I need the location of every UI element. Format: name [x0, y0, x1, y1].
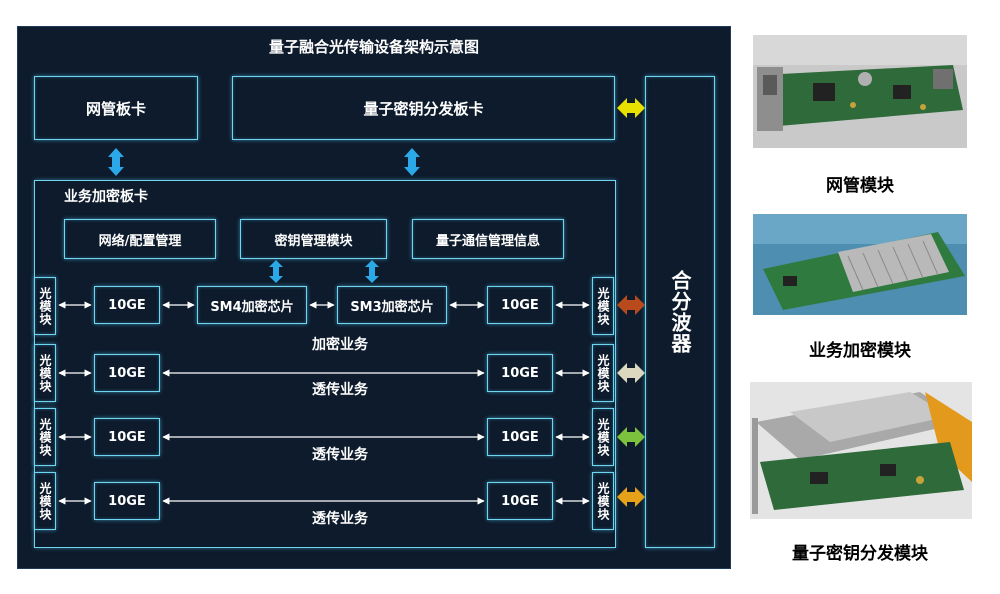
passthrough-service-label-1: 透传业务 — [312, 382, 368, 398]
vertical-arrow — [108, 148, 124, 176]
ge-box-right-1: 10GE — [487, 286, 553, 324]
horizontal-arrow-brown — [617, 295, 645, 315]
ge-box-right-3: 10GE — [487, 418, 553, 456]
ge-box-right-2: 10GE — [487, 354, 553, 392]
net-config-label: 网络/配置管理 — [98, 233, 182, 249]
network-module-photo — [753, 35, 967, 148]
combiner-box: 合分波器 — [645, 76, 715, 548]
service-card-label: 业务加密板卡 — [64, 189, 148, 205]
optical-module-label: 光模块 — [596, 353, 610, 393]
ge-box-left-2: 10GE — [94, 354, 160, 392]
ge-box-right-4: 10GE — [487, 482, 553, 520]
qkd-card-label: 量子密钥分发板卡 — [363, 99, 484, 118]
optical-module-right-1: 光模块 — [592, 277, 614, 335]
quantum-comm-box: 量子通信管理信息 — [412, 219, 564, 259]
service-module-photo — [753, 214, 967, 315]
vertical-arrow — [404, 148, 420, 176]
optical-module-label: 光模块 — [38, 353, 52, 393]
ge-box-left-3: 10GE — [94, 418, 160, 456]
horizontal-arrow-yellow — [617, 98, 645, 118]
ge-label: 10GE — [501, 297, 539, 313]
ge-box-left-4: 10GE — [94, 482, 160, 520]
horizontal-arrow-gold — [617, 487, 645, 507]
optical-module-label: 光模块 — [38, 417, 52, 457]
ge-label: 10GE — [108, 297, 146, 313]
optical-module-label: 光模块 — [38, 286, 52, 326]
quantum-comm-label: 量子通信管理信息 — [435, 233, 540, 249]
optical-module-label: 光模块 — [38, 481, 52, 521]
net-config-box: 网络/配置管理 — [64, 219, 216, 259]
ge-label: 10GE — [501, 365, 539, 381]
network-card-label: 网管板卡 — [85, 99, 146, 118]
vertical-arrow — [269, 260, 283, 283]
vertical-arrow — [365, 260, 379, 283]
optical-module-label: 光模块 — [596, 417, 610, 457]
key-mgmt-box: 密钥管理模块 — [240, 219, 387, 259]
ge-box-left-1: 10GE — [94, 286, 160, 324]
optical-module-left-4: 光模块 — [34, 472, 56, 530]
key-mgmt-label: 密钥管理模块 — [274, 233, 353, 249]
service-module-caption: 业务加密模块 — [809, 341, 911, 361]
optical-module-left-2: 光模块 — [34, 344, 56, 402]
sm4-label: SM4加密芯片 — [210, 299, 294, 315]
ge-label: 10GE — [108, 493, 146, 509]
combiner-label: 合分波器 — [668, 270, 692, 354]
ge-label: 10GE — [501, 493, 539, 509]
optical-module-label: 光模块 — [596, 481, 610, 521]
optical-module-right-2: 光模块 — [592, 344, 614, 402]
ge-label: 10GE — [108, 429, 146, 445]
sm3-label: SM3加密芯片 — [350, 299, 434, 315]
passthrough-service-label-3: 透传业务 — [312, 511, 368, 527]
optical-module-left-3: 光模块 — [34, 408, 56, 466]
encrypted-service-label: 加密业务 — [312, 337, 368, 353]
ge-label: 10GE — [501, 429, 539, 445]
ge-label: 10GE — [108, 365, 146, 381]
horizontal-arrow-green — [617, 427, 645, 447]
passthrough-service-label-2: 透传业务 — [312, 447, 368, 463]
optical-module-label: 光模块 — [596, 286, 610, 326]
optical-module-right-4: 光模块 — [592, 472, 614, 530]
network-module-caption: 网管模块 — [826, 176, 894, 196]
qkd-module-photo — [750, 382, 972, 519]
qkd-module-caption: 量子密钥分发模块 — [792, 544, 928, 564]
optical-module-right-3: 光模块 — [592, 408, 614, 466]
horizontal-arrow-beige — [617, 363, 645, 383]
qkd-card-box: 量子密钥分发板卡 — [232, 76, 615, 140]
diagram-title: 量子融合光传输设备架构示意图 — [268, 38, 479, 56]
optical-module-left-1: 光模块 — [34, 277, 56, 335]
sm3-chip-box: SM3加密芯片 — [337, 286, 447, 324]
network-card-box: 网管板卡 — [34, 76, 198, 140]
sm4-chip-box: SM4加密芯片 — [197, 286, 307, 324]
